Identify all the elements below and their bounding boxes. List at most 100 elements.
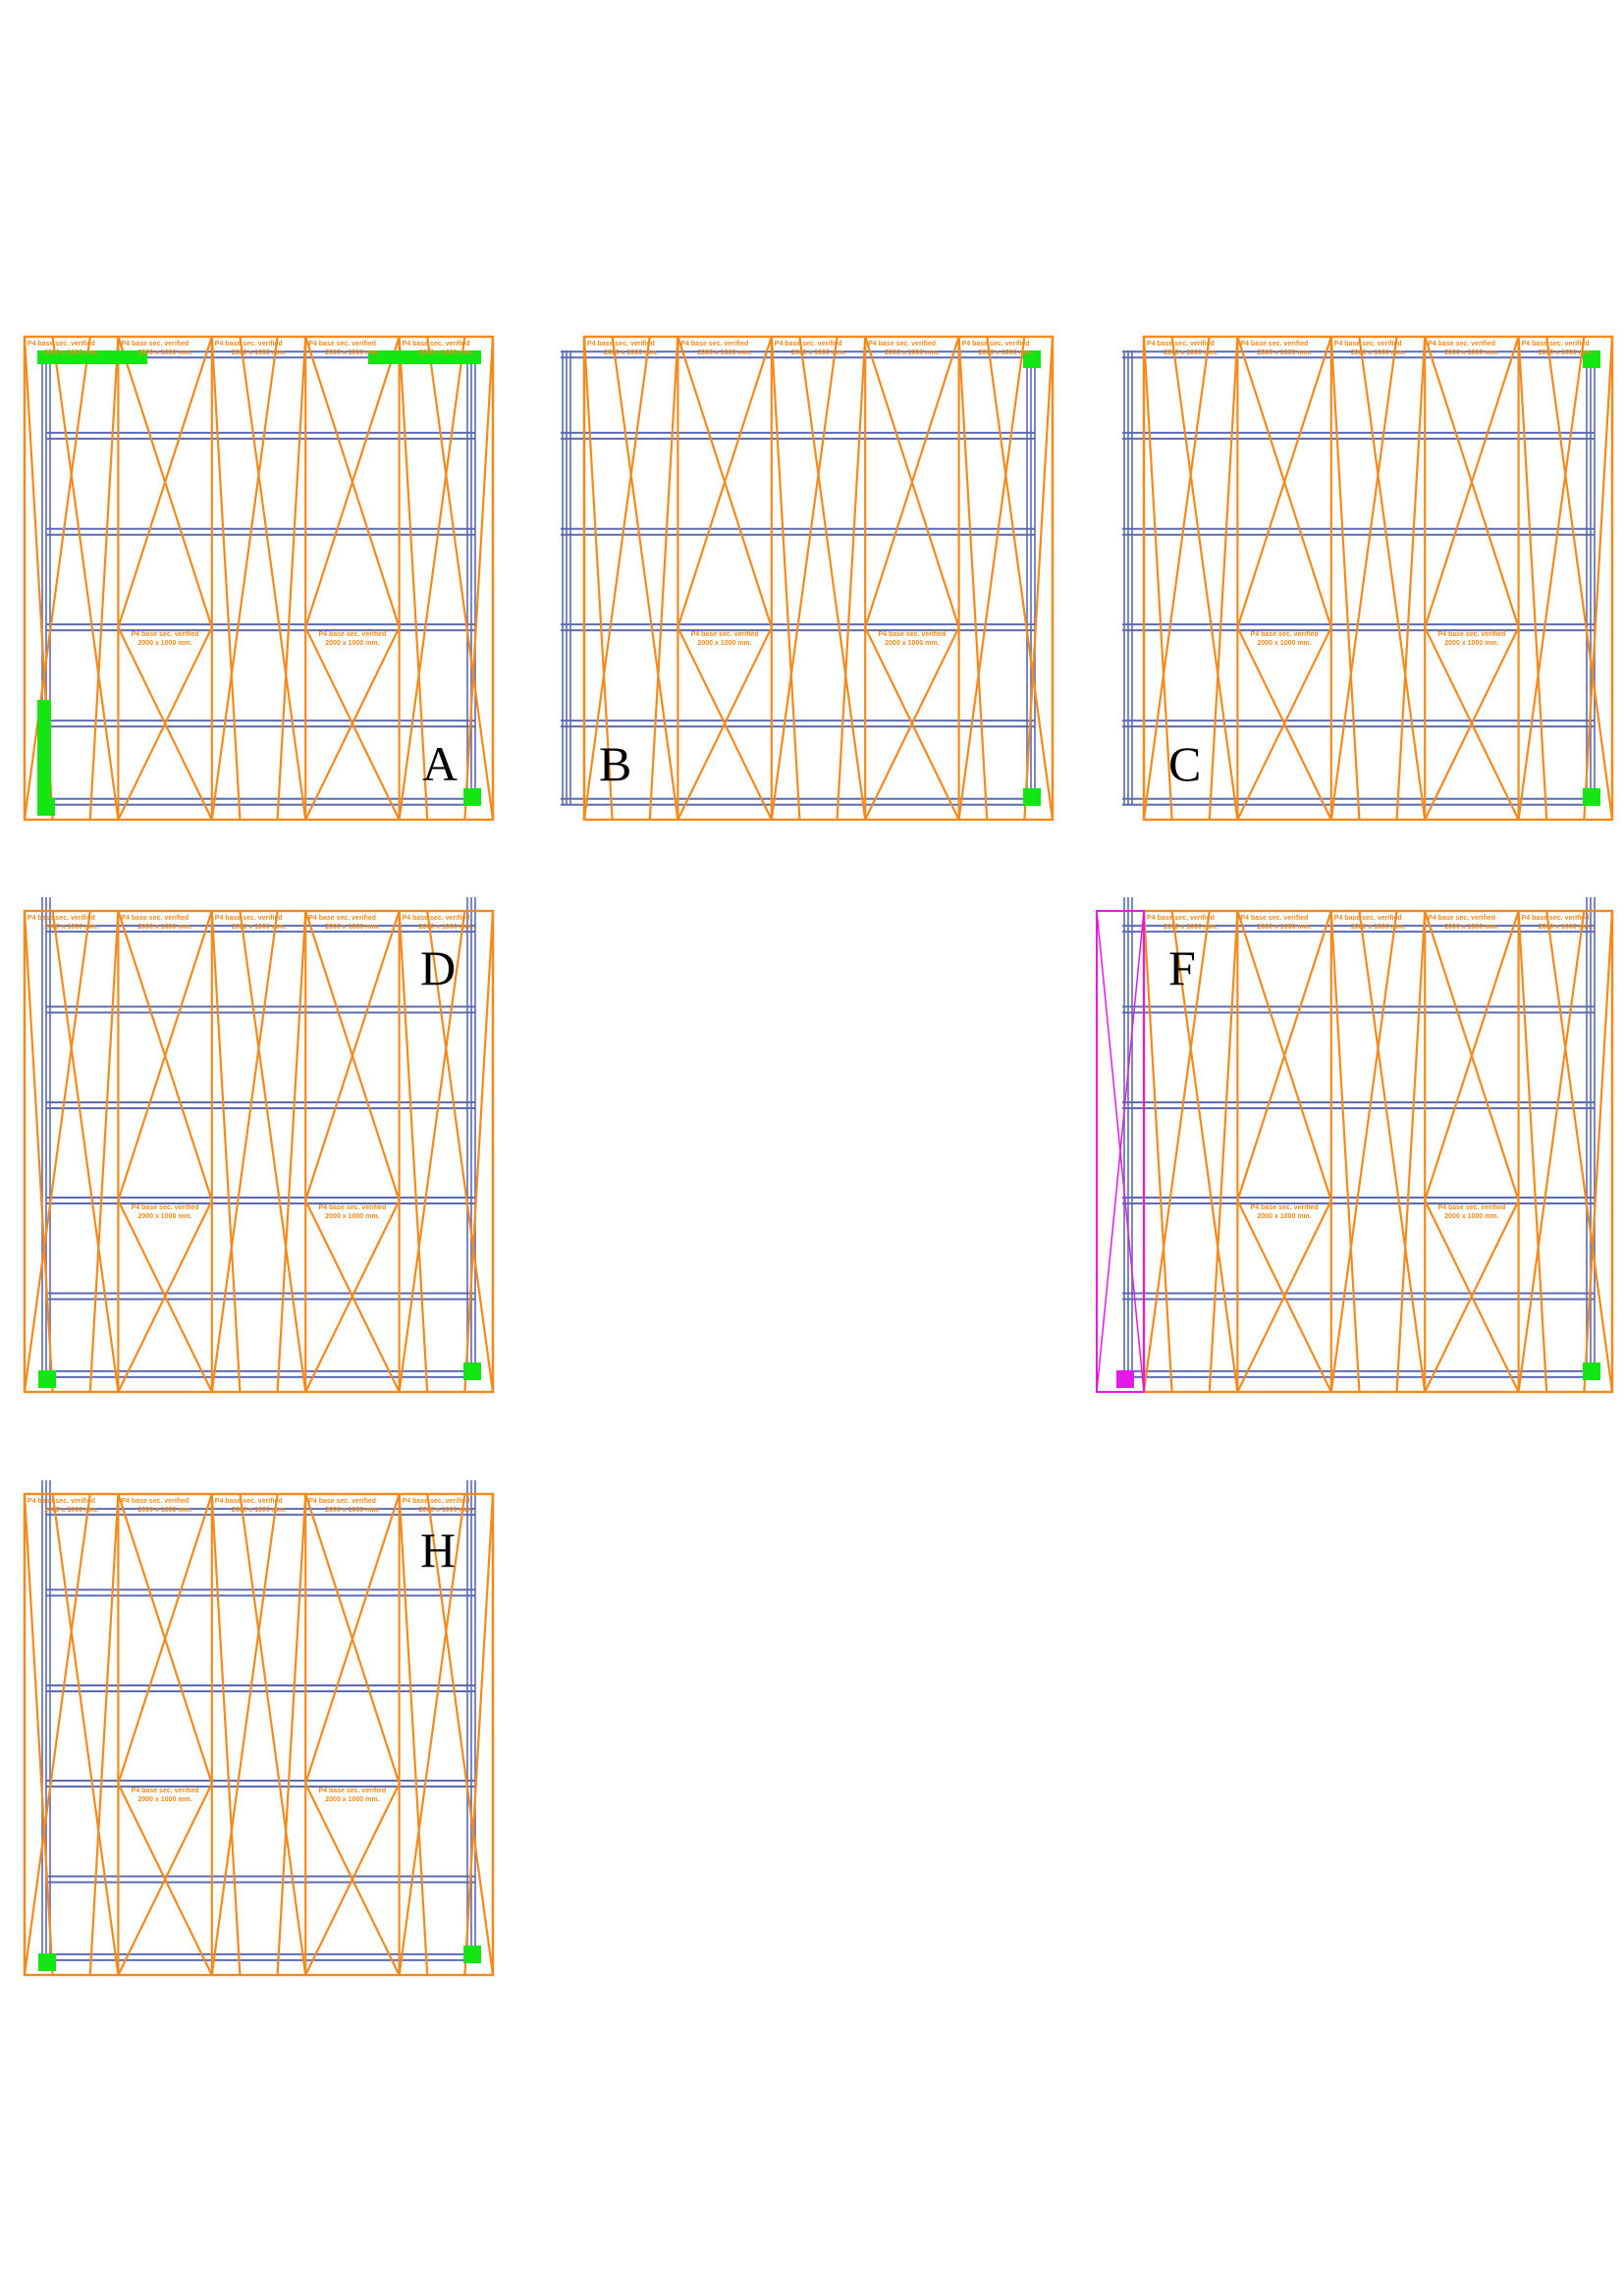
brace-outline xyxy=(582,335,1055,822)
brace-diagonal xyxy=(304,626,401,821)
brace-label-size: 2000 x 1000 mm. xyxy=(232,924,286,931)
brace-label: P4 base sec. verified xyxy=(1334,915,1402,922)
brace-label: P4 base sec. verified xyxy=(318,631,386,638)
brace-label-size: 2000 x 1000 mm. xyxy=(1539,349,1593,356)
brace-diagonal xyxy=(117,910,213,1201)
brace-label: P4 base sec. verified xyxy=(121,915,189,922)
frame-elevation-labels-c: P4 base sec. verified 2000 x 1000 mm. P4 b… xyxy=(1147,341,1593,791)
brace-diagonal xyxy=(1545,336,1614,821)
brace-diagonal xyxy=(304,1493,401,1785)
brace-diagonal xyxy=(398,336,466,821)
brace-label-size: 2000 x 1000 mm. xyxy=(137,640,191,647)
brace-diagonal xyxy=(836,336,867,821)
brace-diagonal xyxy=(1329,336,1398,821)
brace-diagonal xyxy=(1517,336,1586,821)
brace-diagonal xyxy=(117,626,213,821)
panel-letter: B xyxy=(599,736,631,791)
brace-label-size: 2000 x 1000 mm. xyxy=(137,1796,191,1803)
brace-diagonal xyxy=(23,336,91,821)
brace-label-size: 2000 x 1000 mm. xyxy=(1444,1213,1498,1220)
brace-label: P4 base sec. verified xyxy=(308,341,376,347)
frame-elevation-labels-a: P4 base sec. verified 2000 x 1000 mm. P4 b… xyxy=(27,341,473,791)
brace-label-size: 2000 x 1000 mm. xyxy=(1351,924,1405,931)
brace-diagonal xyxy=(276,1493,307,1976)
brace-label-size: 2000 x 1000 mm. xyxy=(232,349,286,356)
brace-diagonal xyxy=(51,910,120,1393)
brace-diagonal xyxy=(1142,336,1211,821)
brace-label-size: 2000 x 1000 mm. xyxy=(1444,924,1498,931)
brace-label: P4 base sec. verified xyxy=(962,341,1030,347)
highlight-node xyxy=(37,798,55,816)
brace-diagonal xyxy=(304,1783,401,1976)
brace-label: P4 base sec. verified xyxy=(121,341,189,347)
brace-diagonal xyxy=(23,910,91,1393)
brace-label: P4 base sec. verified xyxy=(1428,341,1495,347)
brace-diagonal xyxy=(677,626,773,821)
brace-diagonal xyxy=(398,910,429,1393)
panel-letter: A xyxy=(422,736,458,791)
brace-diagonal xyxy=(398,910,466,1393)
brace-diagonal xyxy=(398,1493,429,1976)
brace-diagonal xyxy=(1517,910,1548,1393)
brace-diagonal xyxy=(398,336,429,821)
brace-diagonal xyxy=(88,1493,120,1976)
brace-label-size: 2000 x 1000 mm. xyxy=(325,1796,379,1803)
brace-label: P4 base sec. verified xyxy=(1251,631,1319,638)
brace-diagonal xyxy=(239,910,307,1393)
brace-label: P4 base sec. verified xyxy=(1428,915,1495,922)
brace-label: P4 base sec. verified xyxy=(215,915,283,922)
brace-label-size: 2000 x 1000 mm. xyxy=(1257,924,1311,931)
highlight-node xyxy=(1023,350,1041,368)
brace-diagonal xyxy=(957,336,1026,821)
brace-label-size: 2000 x 1000 mm. xyxy=(325,1213,379,1220)
brace-label: P4 base sec. verified xyxy=(878,631,946,638)
panel-letter: F xyxy=(1168,940,1196,995)
brace-outline xyxy=(23,909,495,1394)
brace-diagonal xyxy=(117,336,213,628)
brace-diagonal xyxy=(51,1493,120,1976)
brace-label-size: 2000 x 1000 mm. xyxy=(1257,640,1311,647)
brace-diagonal xyxy=(864,626,960,821)
brace-diagonal xyxy=(1583,336,1614,821)
brace-diagonal xyxy=(1424,336,1520,628)
brace-diagonal xyxy=(117,1200,213,1393)
brace-diagonal xyxy=(864,336,960,628)
frame-elevation-labels-f: P4 base sec. verified 2000 x 1000 mm. P4 b… xyxy=(1147,915,1593,1220)
brace-diagonal xyxy=(88,910,120,1393)
frame-elevation-h xyxy=(23,1480,495,1977)
brace-label-size: 2000 x 1000 mm. xyxy=(885,349,939,356)
brace-diagonal xyxy=(210,336,279,821)
brace-diagonal xyxy=(276,910,307,1393)
brace-label: P4 base sec. verified xyxy=(403,341,470,347)
brace-diagonal xyxy=(1236,336,1332,628)
brace-diagonal xyxy=(276,336,307,821)
brace-label: P4 base sec. verified xyxy=(587,341,655,347)
brace-diagonal xyxy=(398,1493,466,1976)
brace-diagonal xyxy=(23,1493,54,1976)
brace-label: P4 base sec. verified xyxy=(691,631,759,638)
panel-letter: C xyxy=(1168,736,1201,791)
brace-diagonal xyxy=(210,336,242,821)
brace-outline xyxy=(23,1492,495,1977)
highlight-node xyxy=(463,1946,481,1963)
highlight-node xyxy=(463,788,481,806)
brace-label: P4 base sec. verified xyxy=(121,1498,189,1505)
brace-diagonal xyxy=(677,336,773,628)
brace-diagonal xyxy=(23,1493,91,1976)
highlight-node xyxy=(1583,350,1600,368)
brace-diagonal xyxy=(304,1200,401,1393)
brace-label: P4 base sec. verified xyxy=(1240,915,1308,922)
brace-label-size: 2000 x 1000 mm. xyxy=(137,1213,191,1220)
alt-brace-diagonal xyxy=(1096,910,1145,1393)
brace-outline xyxy=(1142,335,1614,822)
brace-diagonal xyxy=(1329,910,1398,1393)
drawing-text-layer: P4 base sec. verified 2000 x 1000 mm. P4 b… xyxy=(27,341,1593,1803)
brace-diagonal xyxy=(304,910,401,1201)
brace-diagonal xyxy=(210,910,279,1393)
brace-label-size: 2000 x 1000 mm. xyxy=(1351,349,1405,356)
brace-diagonal xyxy=(463,1493,495,1976)
brace-diagonal xyxy=(648,336,679,821)
brace-label-size: 2000 x 1000 mm. xyxy=(697,640,751,647)
brace-label: P4 base sec. verified xyxy=(132,1788,199,1794)
brace-label: P4 base sec. verified xyxy=(1240,341,1308,347)
